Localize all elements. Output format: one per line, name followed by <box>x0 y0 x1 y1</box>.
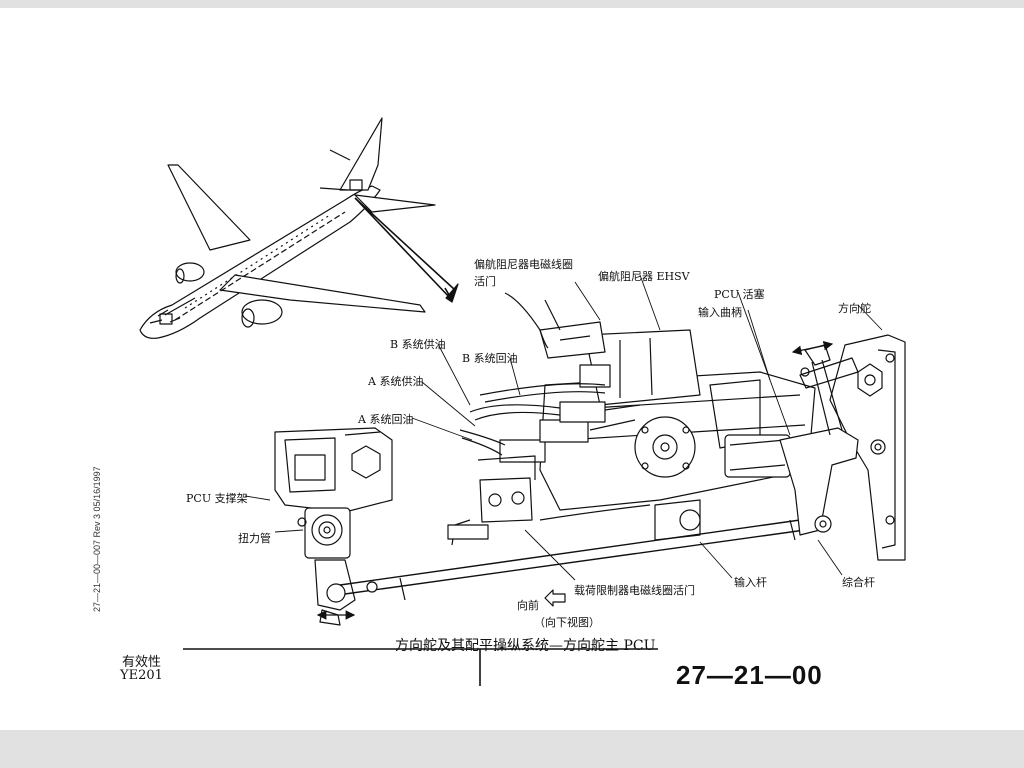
label-torque-tube: 扭力管 <box>238 532 271 545</box>
manual-page: 偏航阻尼器电磁线圈活门 偏航阻尼器 EHSV PCU 活塞 输入曲柄 方向舵 B… <box>0 8 1024 730</box>
forward-arrow-icon <box>544 589 566 607</box>
label-rudder: 方向舵 <box>838 302 871 315</box>
effectivity-label: 有效性 <box>122 655 162 670</box>
label-input-crank: 输入曲柄 <box>698 306 742 319</box>
leader-lines <box>244 274 883 581</box>
label-summing-lever: 综合杆 <box>842 576 875 589</box>
figure-code: 27—21—00—007 Rev 3 05/16/1997 <box>92 466 102 612</box>
label-a-system-supply: A 系统供油 <box>368 375 424 388</box>
label-b-system-supply: B 系统供油 <box>390 338 446 351</box>
label-view-down: （向下视图） <box>534 616 600 629</box>
top-gray-band <box>0 0 1024 8</box>
rudder-pcu-illustration <box>139 117 906 686</box>
label-forward: 向前 <box>517 599 539 612</box>
title-block-lines <box>183 648 658 686</box>
document-number: 27—21—00 <box>676 660 823 690</box>
label-pcu-piston: PCU 活塞 <box>714 288 765 301</box>
label-pcu-support: PCU 支撑架 <box>186 492 248 505</box>
aircraft-drawing <box>139 117 459 339</box>
pcu-mechanism <box>274 292 906 626</box>
label-yaw-damper-solenoid: 偏航阻尼器电磁线圈活门 <box>474 258 573 288</box>
bottom-gray-band <box>0 730 1024 768</box>
label-yaw-damper-ehsv: 偏航阻尼器 EHSV <box>598 270 690 283</box>
effectivity-value: YE201 <box>120 668 163 683</box>
label-input-rod: 输入杆 <box>734 576 767 589</box>
rudder-motion-arrow <box>791 340 834 356</box>
label-a-system-return: A 系统回油 <box>358 413 414 426</box>
figure-caption: 方向舵及其配平操纵系统—方向舵主 PCU <box>395 638 656 654</box>
label-b-system-return: B 系统回油 <box>462 352 518 365</box>
label-load-limiter-solenoid: 载荷限制器电磁线圈活门 <box>574 584 695 597</box>
